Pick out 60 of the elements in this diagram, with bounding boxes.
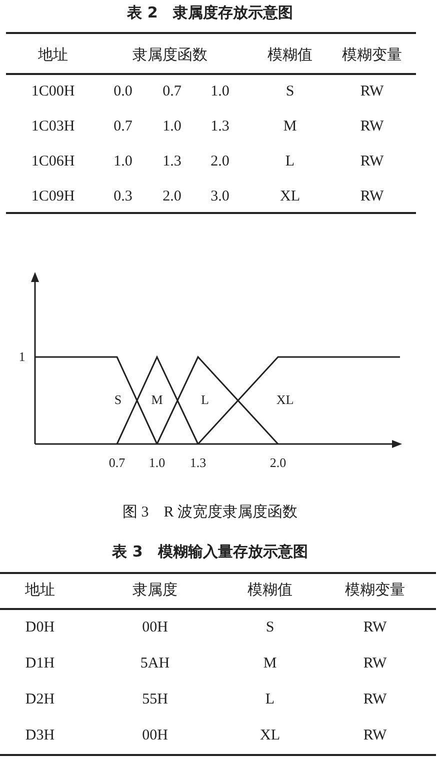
table-entry: 1.3 <box>210 118 230 136</box>
curve-label: L <box>201 392 209 408</box>
table-entry: 1.0 <box>162 118 182 136</box>
table-entry: 1.0 <box>114 154 132 170</box>
table-entry: RW <box>360 84 384 100</box>
table-entry: 1.3 <box>162 154 182 170</box>
table-title: 表 2 隶属度存放示意图 <box>127 4 293 22</box>
column-header: 模糊变量 <box>345 581 405 600</box>
tick-label: 1.0 <box>148 455 166 471</box>
table-entry: 5AH <box>140 656 170 672</box>
table-entry: RW <box>360 154 384 170</box>
table-entry: XL <box>280 188 300 206</box>
table-entry: RW <box>363 656 387 672</box>
table-entry: 0.7 <box>114 118 132 136</box>
table-entry: XL <box>260 728 280 744</box>
table-entry: RW <box>363 620 387 636</box>
table-entry: 55H <box>142 692 168 708</box>
table-entry: 2.0 <box>162 188 182 206</box>
table-entry: 1C06H <box>31 154 75 170</box>
column-header: 模糊变量 <box>342 46 402 64</box>
column-header: 地址 <box>25 581 55 600</box>
table-entry: L <box>285 154 295 170</box>
table-entry: S <box>266 620 274 636</box>
table-entry: 00H <box>142 728 168 744</box>
table-entry: 0.3 <box>114 188 132 206</box>
table-entry: 3.0 <box>210 188 230 206</box>
table-entry: M <box>263 656 277 672</box>
table-entry: D3H <box>25 728 55 744</box>
table-entry: 0.7 <box>162 84 182 100</box>
tick-label: 2.0 <box>270 455 286 471</box>
figure-caption: 图 3 R 波宽度隶属度函数 <box>122 502 298 522</box>
tick-label: 1.3 <box>190 455 206 471</box>
table-entry: L <box>265 692 275 708</box>
table-entry: RW <box>360 188 384 206</box>
table-title: 表 3 模糊输入量存放示意图 <box>112 542 308 562</box>
column-header: 隶属度函数 <box>132 46 208 64</box>
table-entry: D1H <box>25 656 55 672</box>
column-header: 模糊值 <box>248 581 292 600</box>
table-entry: 1C00H <box>31 84 75 100</box>
column-header: 模糊值 <box>268 46 312 64</box>
column-header: 隶属度 <box>132 580 178 600</box>
table-entry: 2.0 <box>210 154 230 170</box>
table-entry: S <box>286 84 294 100</box>
table-entry: M <box>283 118 297 136</box>
curve-label: XL <box>276 392 294 408</box>
table-entry: D0H <box>25 620 55 636</box>
table-entry: 0.0 <box>114 84 132 100</box>
table-entry: RW <box>360 118 384 136</box>
curve-label: S <box>114 392 122 408</box>
table-entry: 00H <box>142 620 168 636</box>
table-entry: 1C09H <box>31 188 75 206</box>
column-header: 地址 <box>38 46 68 64</box>
table-entry: 1.0 <box>210 84 230 100</box>
table-entry: RW <box>363 692 387 708</box>
tick-label: 0.7 <box>108 455 126 471</box>
table-entry: 1C03H <box>31 118 75 136</box>
table-entry: RW <box>363 728 387 744</box>
table-entry: D2H <box>25 692 55 708</box>
axis-label: 1 <box>18 349 26 365</box>
curve-label: M <box>151 392 163 408</box>
